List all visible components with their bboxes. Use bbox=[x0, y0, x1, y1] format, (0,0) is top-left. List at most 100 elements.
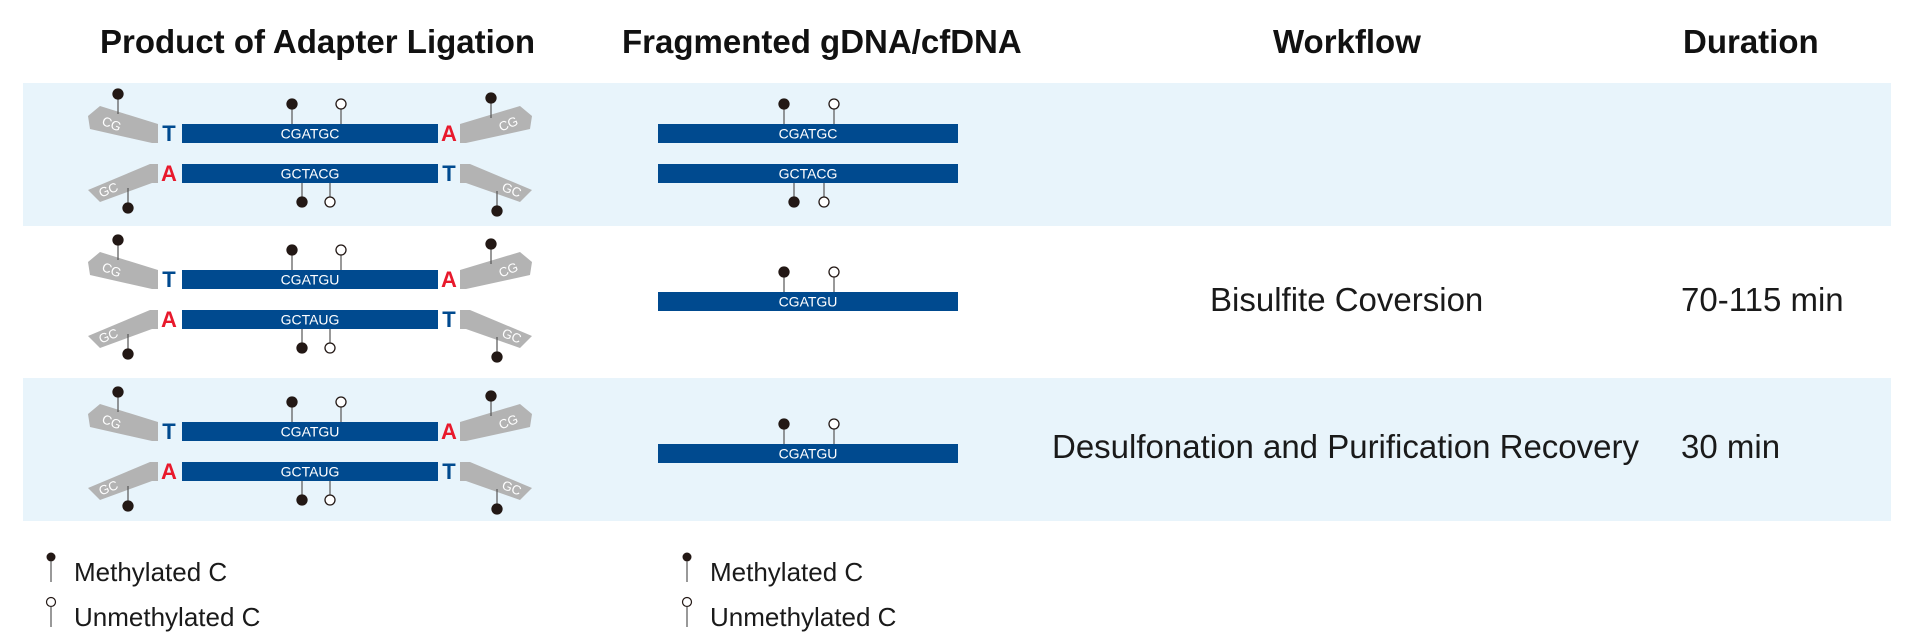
dna-strand bbox=[658, 164, 958, 183]
dna-strand bbox=[182, 310, 438, 329]
methylated-c-icon bbox=[778, 98, 790, 110]
adapter-label: GC bbox=[96, 477, 120, 498]
methylated-c-icon bbox=[485, 390, 497, 402]
legend-label: Methylated C bbox=[74, 557, 228, 587]
dna-strand bbox=[182, 124, 438, 143]
adapter-methylation-mark bbox=[485, 92, 497, 118]
header-product: Product of Adapter Ligation bbox=[100, 23, 536, 60]
methylation-mark bbox=[286, 244, 298, 270]
strand-sequence: CGATGC bbox=[281, 126, 340, 142]
methylated-c-icon bbox=[491, 351, 503, 363]
adapter-label: CG bbox=[100, 411, 124, 432]
methylation-mark bbox=[296, 481, 308, 506]
duration-value: 70-115 min bbox=[1681, 281, 1844, 318]
methylated-c-icon bbox=[682, 552, 692, 582]
ligated-base: A bbox=[441, 419, 457, 444]
unmethylated-c-icon bbox=[681, 596, 693, 627]
ligated-base: T bbox=[442, 307, 456, 332]
dna-strand bbox=[182, 462, 438, 481]
methylation-mark bbox=[828, 98, 840, 124]
adapter-methylation-mark bbox=[122, 334, 134, 360]
dna-strand bbox=[658, 292, 958, 311]
adapter-arm bbox=[460, 404, 532, 441]
ligated-base: T bbox=[442, 161, 456, 186]
adapter-label: GC bbox=[96, 179, 120, 200]
legend-unmethylated-left: Unmethylated C bbox=[45, 596, 305, 637]
strand-sequence: GCTAUG bbox=[281, 312, 340, 328]
header-workflow: Workflow bbox=[1273, 23, 1421, 60]
unmethylated-c-icon bbox=[828, 266, 840, 278]
methylated-c-icon bbox=[485, 238, 497, 250]
adapter-methylation-mark bbox=[491, 489, 503, 515]
adapter-arm bbox=[88, 252, 158, 289]
methylated-c-icon bbox=[112, 386, 124, 398]
adapter-arm bbox=[88, 310, 158, 348]
fragment-dna: CGATGU bbox=[658, 418, 958, 463]
legend-label: Unmethylated C bbox=[74, 602, 261, 632]
methylation-mark bbox=[286, 396, 298, 422]
unmethylated-c-icon bbox=[324, 196, 336, 208]
methylation-mark bbox=[778, 266, 790, 292]
methylation-mark bbox=[788, 183, 800, 208]
adapter-methylation-mark bbox=[491, 337, 503, 363]
ligated-base: T bbox=[442, 459, 456, 484]
adapter-label: CG bbox=[496, 113, 520, 134]
methylated-c-icon bbox=[485, 92, 497, 104]
ligated-base: T bbox=[162, 121, 176, 146]
dna-strand bbox=[658, 444, 958, 463]
ligated-base: T bbox=[162, 419, 176, 444]
strand-sequence: GCTAUG bbox=[281, 464, 340, 480]
methylated-c-icon bbox=[788, 196, 800, 208]
methylation-mark bbox=[296, 329, 308, 354]
unmethylated-c-icon bbox=[324, 342, 336, 354]
methylated-c-icon bbox=[296, 342, 308, 354]
adapter-methylation-mark bbox=[485, 238, 497, 264]
strand-sequence: CGATGU bbox=[779, 294, 838, 310]
unmethylated-c-icon bbox=[335, 396, 347, 408]
methylation-mark bbox=[828, 266, 840, 292]
dna-strand bbox=[182, 422, 438, 441]
adapter-methylation-mark bbox=[491, 191, 503, 217]
methylation-mark bbox=[324, 329, 336, 354]
adapter-methylation-mark bbox=[122, 188, 134, 214]
methylation-mark bbox=[778, 418, 790, 444]
adapter-arm bbox=[88, 462, 158, 500]
fragment-dna: CGATGU bbox=[658, 266, 958, 311]
ligated-base: A bbox=[161, 161, 177, 186]
adapter-methylation-mark bbox=[122, 486, 134, 512]
adapter-label: CG bbox=[100, 113, 124, 134]
workflow-step: Bisulfite Coversion bbox=[1210, 281, 1484, 318]
unmethylated-c-icon bbox=[45, 596, 57, 627]
unmethylated-c-icon bbox=[818, 196, 830, 208]
methylated-c-icon bbox=[286, 244, 298, 256]
strand-sequence: CGATGU bbox=[281, 424, 340, 440]
methylated-c-icon bbox=[122, 500, 134, 512]
adapter-label: CG bbox=[100, 259, 124, 280]
methylation-mark bbox=[335, 98, 347, 124]
methylated-c-icon bbox=[122, 348, 134, 360]
adapter-arm bbox=[460, 252, 532, 289]
methylated-c-icon bbox=[491, 503, 503, 515]
methylated-c-icon bbox=[296, 494, 308, 506]
adapter-methylation-mark bbox=[112, 88, 124, 114]
legend-label: Methylated C bbox=[710, 557, 864, 587]
header-fragmented: Fragmented gDNA/cfDNA bbox=[622, 23, 1022, 60]
dna-strand bbox=[658, 124, 958, 143]
adapter-arm bbox=[460, 310, 532, 348]
unmethylated-c-icon bbox=[828, 418, 840, 430]
unmethylated-c-icon bbox=[335, 98, 347, 110]
ligated-base: A bbox=[441, 267, 457, 292]
methylation-mark bbox=[778, 98, 790, 124]
adapter-arm bbox=[88, 164, 158, 202]
unmethylated-c-icon bbox=[828, 98, 840, 110]
adapter-arm bbox=[460, 164, 532, 202]
unmethylated-c-icon bbox=[335, 244, 347, 256]
adapter-label: GC bbox=[96, 325, 120, 346]
methylated-c-icon bbox=[491, 205, 503, 217]
legend-unmethylated-right: Unmethylated C bbox=[681, 596, 941, 637]
adapter-arm bbox=[88, 106, 158, 143]
methylation-mark bbox=[828, 418, 840, 444]
adapter-label: CG bbox=[496, 411, 520, 432]
